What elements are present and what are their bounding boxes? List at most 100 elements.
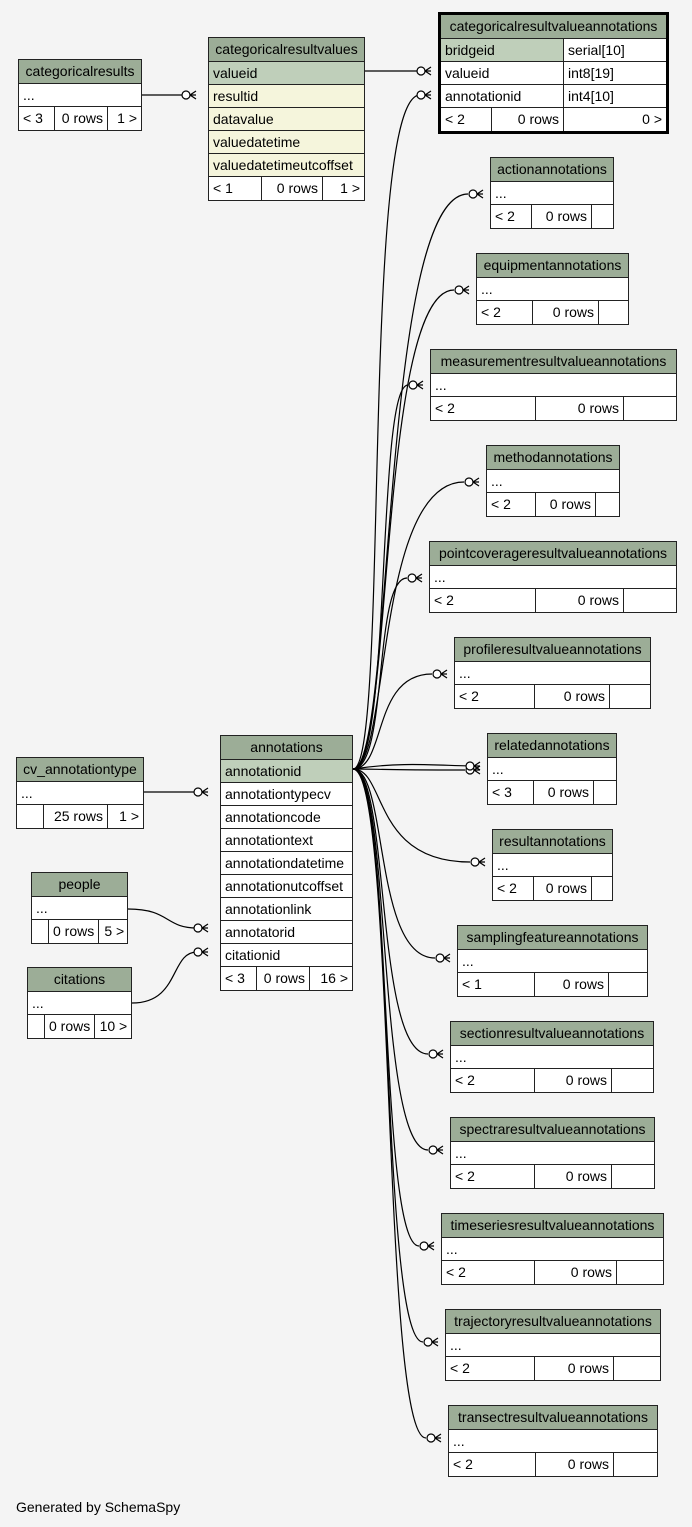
table-categoricalresultvalueannotations[interactable]: categoricalresultvalueannotations bridge…	[438, 12, 669, 134]
parents-count[interactable]: < 2	[495, 208, 515, 224]
parents-count[interactable]: < 1	[213, 180, 233, 196]
table-citations[interactable]: citations ... 0 rows 10 >	[27, 967, 132, 1039]
row-count: 0 rows	[535, 589, 623, 612]
table-header[interactable]: cv_annotationtype	[17, 758, 143, 782]
row-count: 0 rows	[44, 1015, 94, 1038]
column-valueid[interactable]: valueid int8[19]	[441, 62, 666, 85]
parents-count[interactable]: < 2	[491, 496, 511, 512]
table-header[interactable]: relatedannotations	[488, 734, 616, 758]
table-header[interactable]: methodannotations	[487, 446, 619, 470]
children-count	[598, 301, 628, 324]
table-relatedannotations[interactable]: relatedannotations ... < 3 0 rows	[487, 733, 617, 805]
column-valueid[interactable]: valueid	[209, 62, 364, 85]
table-header[interactable]: spectraresultvalueannotations	[451, 1118, 654, 1142]
children-count[interactable]: 0 >	[563, 108, 666, 131]
parents-count[interactable]: < 2	[450, 1360, 470, 1376]
column-bridgeid[interactable]: bridgeid serial[10]	[441, 39, 666, 62]
column-annotationdatetime[interactable]: annotationdatetime	[221, 852, 352, 875]
parents-count[interactable]: < 2	[455, 1168, 475, 1184]
table-header[interactable]: categoricalresultvalueannotations	[441, 15, 666, 39]
row-count: 0 rows	[535, 397, 623, 420]
table-header[interactable]: actionannotations	[491, 158, 613, 182]
column-annotatorid[interactable]: annotatorid	[221, 921, 352, 944]
parents-count[interactable]: < 2	[459, 688, 479, 704]
column-resultid[interactable]: resultid	[209, 85, 364, 108]
parents-count[interactable]: < 3	[492, 784, 512, 800]
table-header[interactable]: resultannotations	[493, 830, 612, 854]
table-profileresultvalueannotations[interactable]: profileresultvalueannotations ... < 2 0 …	[454, 637, 651, 709]
table-header[interactable]: samplingfeatureannotations	[458, 926, 647, 950]
table-header[interactable]: measurementresultvalueannotations	[431, 350, 676, 374]
parents-count[interactable]: < 2	[445, 111, 465, 127]
parents-count[interactable]: < 2	[481, 304, 501, 320]
children-count[interactable]: 1 >	[107, 805, 143, 828]
parents-count[interactable]: < 2	[435, 400, 455, 416]
column-datavalue[interactable]: datavalue	[209, 108, 364, 131]
table-header[interactable]: transectresultvalueannotations	[449, 1406, 657, 1430]
table-header[interactable]: profileresultvalueannotations	[455, 638, 650, 662]
edge-profileresultvalueannotations-optional-marker	[432, 669, 442, 679]
table-row: ...	[449, 1430, 657, 1453]
table-header[interactable]: equipmentannotations	[477, 254, 628, 278]
parents-count[interactable]: < 1	[462, 976, 482, 992]
table-transectresultvalueannotations[interactable]: transectresultvalueannotations ... < 2 0…	[448, 1405, 658, 1477]
column-annotationtext[interactable]: annotationtext	[221, 829, 352, 852]
parents-count[interactable]: < 3	[23, 110, 43, 126]
table-header[interactable]: sectionresultvalueannotations	[451, 1022, 653, 1046]
column-annotationlink[interactable]: annotationlink	[221, 898, 352, 921]
children-count[interactable]: 1 >	[322, 177, 364, 200]
parents-count[interactable]: < 2	[446, 1264, 466, 1280]
column-annotationtypecv[interactable]: annotationtypecv	[221, 783, 352, 806]
table-categoricalresultvalues[interactable]: categoricalresultvalues valueid resultid…	[208, 37, 365, 201]
parents-count[interactable]: < 2	[497, 880, 517, 896]
table-pointcoverageresultvalueannotations[interactable]: pointcoverageresultvalueannotations ... …	[429, 541, 677, 613]
column-citationid[interactable]: citationid	[221, 944, 352, 967]
table-header[interactable]: citations	[28, 968, 131, 992]
table-cv_annotationtype[interactable]: cv_annotationtype ... 25 rows 1 >	[16, 757, 144, 829]
table-annotations[interactable]: annotations annotationid annotationtypec…	[220, 735, 353, 991]
parents-count[interactable]: < 2	[455, 1072, 475, 1088]
table-header[interactable]: people	[32, 873, 127, 897]
row-count: 0 rows	[534, 1165, 611, 1188]
table-categoricalresults[interactable]: categoricalresults ... < 3 0 rows 1 >	[18, 59, 142, 131]
parents-count[interactable]: < 2	[434, 592, 454, 608]
column-annotationcode[interactable]: annotationcode	[221, 806, 352, 829]
edge-equipmentannotations-line	[352, 289, 455, 770]
column-annotationid[interactable]: annotationid int4[10]	[441, 85, 666, 108]
table-timeseriesresultvalueannotations[interactable]: timeseriesresultvalueannotations ... < 2…	[441, 1213, 664, 1285]
table-spectraresultvalueannotations[interactable]: spectraresultvalueannotations ... < 2 0 …	[450, 1117, 655, 1189]
table-resultannotations[interactable]: resultannotations ... < 2 0 rows	[492, 829, 613, 901]
table-header[interactable]: pointcoverageresultvalueannotations	[430, 542, 676, 566]
table-measurementresultvalueannotations[interactable]: measurementresultvalueannotations ... < …	[430, 349, 677, 421]
parents-count[interactable]: < 2	[453, 1456, 473, 1472]
table-methodannotations[interactable]: methodannotations ... < 2 0 rows	[486, 445, 620, 517]
column-valuedatetime[interactable]: valuedatetime	[209, 131, 364, 154]
table-header[interactable]: annotations	[221, 736, 352, 760]
edge-relatedannotations-2-crowfoot	[473, 761, 481, 771]
table-header[interactable]: timeseriesresultvalueannotations	[442, 1214, 663, 1238]
edge-resultannotations-line	[352, 768, 471, 863]
table-actionannotations[interactable]: actionannotations ... < 2 0 rows	[490, 157, 614, 229]
table-header[interactable]: trajectoryresultvalueannotations	[446, 1310, 660, 1334]
children-count	[609, 685, 650, 708]
table-row: ...	[458, 950, 647, 973]
children-count[interactable]: 10 >	[94, 1015, 131, 1038]
table-equipmentannotations[interactable]: equipmentannotations ... < 2 0 rows	[476, 253, 629, 325]
table-people[interactable]: people ... 0 rows 5 >	[31, 872, 128, 944]
edge-measurementresultvalueannotations-optional-marker	[408, 380, 418, 390]
children-count[interactable]: 1 >	[107, 107, 141, 130]
column-annotationutcoffset[interactable]: annotationutcoffset	[221, 875, 352, 898]
table-samplingfeatureannotations[interactable]: samplingfeatureannotations ... < 1 0 row…	[457, 925, 648, 997]
parents-count[interactable]: < 3	[225, 970, 245, 986]
table-sectionresultvalueannotations[interactable]: sectionresultvalueannotations ... < 2 0 …	[450, 1021, 654, 1093]
children-count	[613, 1453, 657, 1476]
children-count[interactable]: 16 >	[309, 967, 352, 990]
table-footer: < 2 0 rows	[487, 493, 619, 516]
table-trajectoryresultvalueannotations[interactable]: trajectoryresultvalueannotations ... < 2…	[445, 1309, 661, 1381]
row-count: 0 rows	[256, 967, 309, 990]
children-count[interactable]: 5 >	[98, 920, 128, 943]
table-header[interactable]: categoricalresults	[19, 60, 141, 84]
table-header[interactable]: categoricalresultvalues	[209, 38, 364, 62]
column-valuedatetimeutcoffset[interactable]: valuedatetimeutcoffset	[209, 154, 364, 177]
column-annotationid[interactable]: annotationid	[221, 760, 352, 783]
